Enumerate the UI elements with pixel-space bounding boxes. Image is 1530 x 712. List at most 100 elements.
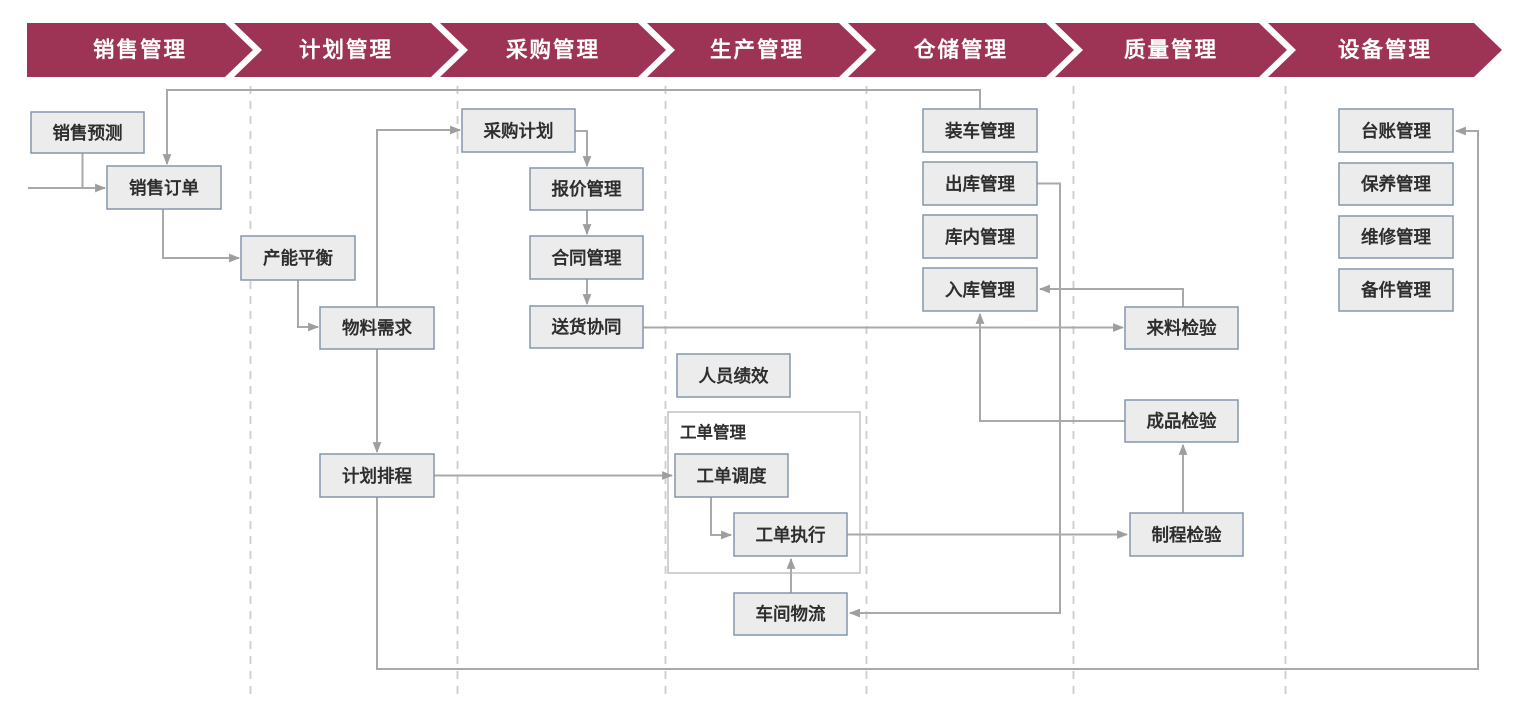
connector-incoming-inspection-to-inbound xyxy=(1038,284,1184,307)
node-incoming-inspection: 来料检验 xyxy=(1124,306,1239,350)
node-capacity-balance: 产能平衡 xyxy=(240,235,356,281)
chevron-plan-label: 计划管理 xyxy=(299,37,393,62)
node-process-inspection: 制程检验 xyxy=(1129,512,1244,557)
node-workshop-logistics-box xyxy=(733,592,848,636)
node-work-order-dispatch: 工单调度 xyxy=(674,453,789,498)
chevron-banner: 销售管理 计划管理 采购管理 生产管理 仓储管理 质量管理 设备管理 xyxy=(27,23,1502,77)
node-personnel-performance-box xyxy=(676,353,791,398)
node-loading-management: 装车管理 xyxy=(922,108,1038,153)
connector-plan-scheduling-to-ledger xyxy=(376,126,1479,670)
node-outbound-management-box xyxy=(922,161,1038,206)
node-quote-management-label: 报价管理 xyxy=(552,179,622,199)
chevron-warehouse xyxy=(848,23,1074,77)
chevron-warehouse-label: 仓储管理 xyxy=(913,37,1008,62)
node-sales-forecast: 销售预测 xyxy=(30,111,145,154)
node-maintenance-management-box xyxy=(1338,162,1454,206)
node-warehouse-internal-management: 库内管理 xyxy=(922,214,1038,259)
node-capacity-balance-box xyxy=(240,235,356,281)
node-delivery-collaboration-box xyxy=(529,305,644,349)
node-contract-management-box xyxy=(529,235,644,280)
node-maintenance-management: 保养管理 xyxy=(1338,162,1454,206)
node-finished-goods-inspection: 成品检验 xyxy=(1124,399,1239,443)
group-work-order-label: 工单管理 xyxy=(680,422,747,442)
node-purchase-plan-box xyxy=(461,108,576,153)
node-process-inspection-label: 制程检验 xyxy=(1152,525,1222,545)
node-ledger-management: 台账管理 xyxy=(1338,108,1454,153)
node-work-order-dispatch-box xyxy=(674,453,789,498)
node-purchase-plan: 采购计划 xyxy=(461,108,576,153)
node-personnel-performance: 人员绩效 xyxy=(676,353,791,398)
node-workshop-logistics-label: 车间物流 xyxy=(756,604,826,624)
node-warehouse-internal-management-label: 库内管理 xyxy=(945,227,1015,247)
node-repair-management: 维修管理 xyxy=(1338,215,1454,259)
node-material-demand-box xyxy=(319,306,435,350)
column-dividers xyxy=(249,86,1287,695)
node-ledger-management-box xyxy=(1338,108,1454,153)
node-repair-management-box xyxy=(1338,215,1454,259)
node-spare-parts-management-box xyxy=(1338,268,1454,312)
node-incoming-inspection-label: 来料检验 xyxy=(1146,318,1217,338)
node-inbound-management-label: 入库管理 xyxy=(945,280,1015,300)
chevron-production-label: 生产管理 xyxy=(710,37,804,62)
node-workshop-logistics: 车间物流 xyxy=(733,592,848,636)
node-material-demand: 物料需求 xyxy=(319,306,435,350)
connector-finished-inspection-to-inbound xyxy=(975,312,1125,422)
node-work-order-execution: 工单执行 xyxy=(733,512,848,557)
node-sales-order-box xyxy=(106,165,222,210)
chevron-purchase xyxy=(440,23,666,77)
node-material-demand-label: 物料需求 xyxy=(342,318,412,338)
connector-loading-to-sales-order xyxy=(162,89,981,166)
node-process-inspection-box xyxy=(1129,512,1244,557)
chevron-quality-label: 质量管理 xyxy=(1124,37,1218,62)
node-loading-management-box xyxy=(922,108,1038,153)
chevron-equipment-label: 设备管理 xyxy=(1338,37,1432,62)
node-personnel-performance-label: 人员绩效 xyxy=(699,366,769,386)
node-ledger-management-label: 台账管理 xyxy=(1361,121,1431,141)
node-plan-scheduling-label: 计划排程 xyxy=(342,466,412,486)
node-outbound-management: 出库管理 xyxy=(922,161,1038,206)
node-warehouse-internal-management-box xyxy=(922,214,1038,259)
node-quote-management: 报价管理 xyxy=(529,167,644,211)
node-outbound-management-label: 出库管理 xyxy=(945,174,1015,194)
node-delivery-collaboration: 送货协同 xyxy=(529,305,644,349)
chevron-sales xyxy=(27,23,253,77)
node-delivery-collaboration-label: 送货协同 xyxy=(552,317,622,337)
connector-dispatch-to-execution xyxy=(710,497,733,540)
node-work-order-execution-label: 工单执行 xyxy=(756,525,826,545)
node-capacity-balance-label: 产能平衡 xyxy=(263,248,333,268)
chevron-plan xyxy=(234,23,459,77)
node-contract-management: 合同管理 xyxy=(529,235,644,280)
node-sales-order-label: 销售订单 xyxy=(129,178,199,198)
node-plan-scheduling-box xyxy=(319,453,435,498)
node-spare-parts-management-label: 备件管理 xyxy=(1360,280,1431,300)
chevron-purchase-label: 采购管理 xyxy=(506,37,600,62)
connector-material-demand-to-purchase-plan xyxy=(376,125,462,307)
node-repair-management-label: 维修管理 xyxy=(1361,227,1431,247)
node-incoming-inspection-box xyxy=(1124,306,1239,350)
node-inbound-management-box xyxy=(922,267,1038,312)
node-finished-goods-inspection-box xyxy=(1124,399,1239,443)
connector-sales-order-to-capacity-balance xyxy=(162,209,241,263)
nodes: 销售预测 销售订单 产能平衡 物料需求 计划排程 采购计划 报价管理 合同管理 xyxy=(30,108,1454,636)
node-quote-management-box xyxy=(529,167,644,211)
connectors xyxy=(28,89,1479,670)
node-maintenance-management-label: 保养管理 xyxy=(1360,174,1431,194)
chevron-equipment xyxy=(1268,23,1502,77)
node-purchase-plan-label: 采购计划 xyxy=(483,121,554,141)
node-sales-order: 销售订单 xyxy=(106,165,222,210)
node-finished-goods-inspection-label: 成品检验 xyxy=(1147,411,1217,431)
chevron-production xyxy=(647,23,867,77)
node-sales-forecast-label: 销售预测 xyxy=(53,123,123,143)
connector-outbound-to-logistics xyxy=(848,182,1061,618)
node-contract-management-label: 合同管理 xyxy=(552,248,622,268)
node-inbound-management: 入库管理 xyxy=(922,267,1038,312)
node-sales-forecast-box xyxy=(30,111,145,154)
connector-capacity-balance-to-material-demand xyxy=(297,280,320,332)
connector-purchase-plan-to-quote xyxy=(575,130,592,168)
chevron-sales-label: 销售管理 xyxy=(93,37,187,62)
node-work-order-dispatch-label: 工单调度 xyxy=(697,466,767,486)
node-loading-management-label: 装车管理 xyxy=(944,121,1015,141)
node-spare-parts-management: 备件管理 xyxy=(1338,268,1454,312)
